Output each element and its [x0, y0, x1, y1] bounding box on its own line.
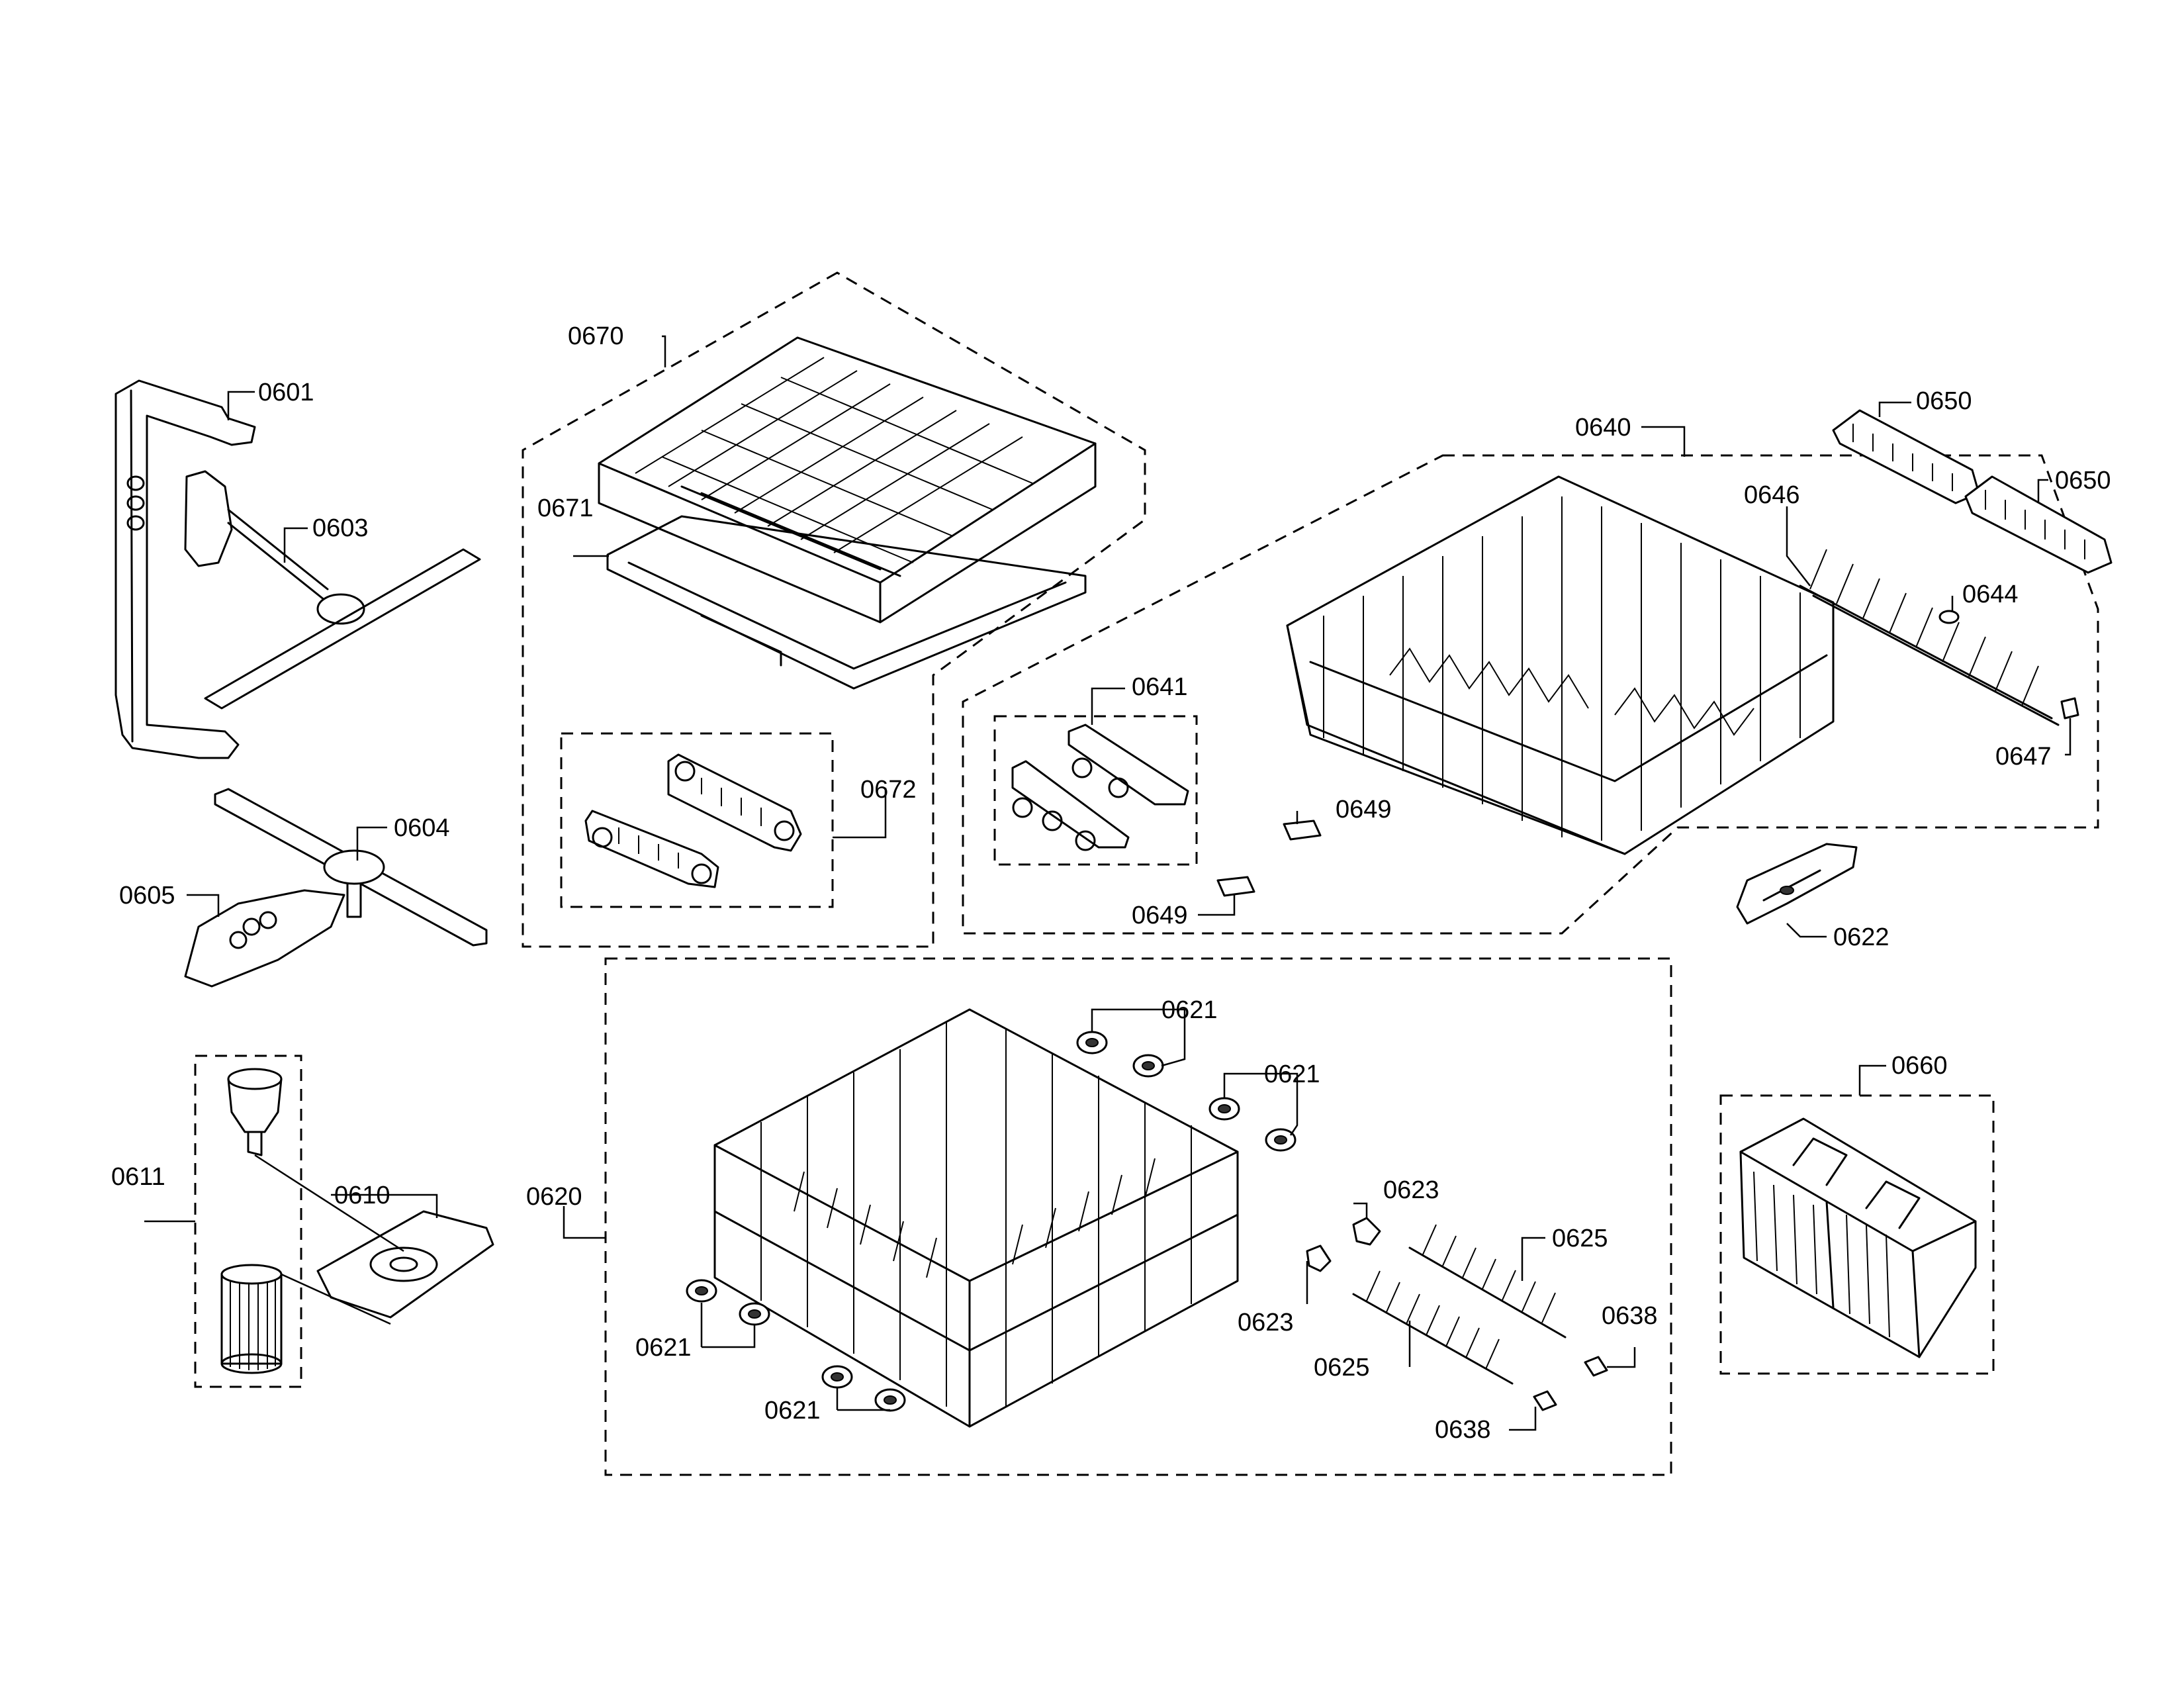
callout-0603: 0603 [312, 514, 369, 542]
spray-supply-tube-part [114, 379, 256, 759]
callout-0649-b: 0649 [1132, 902, 1188, 929]
callout-0623-b: 0623 [1238, 1309, 1294, 1336]
small-clip-part [1938, 610, 1960, 624]
callout-0650-a: 0650 [1916, 387, 1972, 415]
group-outline-upper-basket-tray [522, 271, 1146, 948]
leader-lines [144, 335, 2071, 1431]
callout-0672: 0672 [860, 776, 917, 804]
callout-0604: 0604 [394, 814, 450, 842]
clip-part-a [1584, 1356, 1608, 1377]
callout-0610: 0610 [334, 1182, 390, 1209]
rack-insert-parts [1832, 409, 2113, 574]
callout-0622: 0622 [1833, 923, 1889, 951]
callout-0638-b: 0638 [1435, 1416, 1491, 1444]
callout-0647: 0647 [1995, 743, 2052, 771]
callout-0611: 0611 [111, 1163, 165, 1191]
upper-rack-basket-part [1286, 475, 1835, 855]
flat-filter-plate-part [254, 1154, 494, 1325]
cutlery-tray-part [598, 336, 1097, 624]
callout-0650-b: 0650 [2055, 467, 2111, 494]
filter-cover-part [184, 889, 345, 988]
callout-labels: 0601 0603 0604 0605 0610 0611 0620 0621 … [111, 322, 2111, 1444]
lower-spray-arm-part [214, 788, 488, 947]
callout-0646: 0646 [1744, 481, 1800, 509]
tine-row-parts [1352, 1224, 1567, 1385]
group-outline-0641 [993, 715, 1198, 866]
callout-0644: 0644 [1962, 581, 2019, 608]
callout-0601: 0601 [258, 379, 314, 406]
callout-0621-b: 0621 [1264, 1060, 1320, 1088]
callout-0625-b: 0625 [1314, 1354, 1370, 1382]
callout-0623-a: 0623 [1383, 1176, 1439, 1204]
callout-0625-a: 0625 [1552, 1225, 1608, 1252]
rack-hinge-brackets-part [1011, 724, 1189, 851]
callout-0621-d: 0621 [764, 1397, 821, 1425]
tine-holder-parts [1306, 1217, 1381, 1272]
group-outline-0660 [1719, 1094, 1995, 1375]
callout-0641: 0641 [1132, 673, 1188, 701]
callout-0670: 0670 [568, 322, 624, 350]
rack-wheel-parts [686, 1031, 1297, 1412]
group-outline-upper-basket [962, 454, 2099, 935]
callout-0605: 0605 [119, 882, 175, 910]
cutlery-basket-part [1739, 1117, 1977, 1358]
rack-stop-part-b [1216, 876, 1255, 897]
tine-rack-row-part [1799, 549, 2060, 726]
group-outline-lower-basket [604, 957, 1672, 1476]
rack-stop-part-a [1283, 820, 1322, 841]
lower-rack-basket-part [713, 1008, 1239, 1428]
end-cap-part [2060, 697, 2079, 720]
callout-0621-c: 0621 [635, 1334, 692, 1362]
rack-handle-part [1736, 843, 1858, 925]
rail-adjusters-part [584, 753, 802, 888]
callout-0660: 0660 [1891, 1052, 1948, 1080]
callout-0649-a: 0649 [1336, 796, 1392, 823]
filter-cylinder-part [220, 1068, 283, 1374]
upper-spray-arm-part [184, 470, 481, 710]
callout-0640: 0640 [1575, 414, 1631, 442]
callout-0671: 0671 [537, 494, 594, 522]
callout-0620: 0620 [526, 1183, 582, 1211]
group-outline-0672 [560, 732, 834, 908]
callout-0621-a: 0621 [1161, 996, 1218, 1024]
callout-0638-a: 0638 [1602, 1302, 1658, 1330]
tray-frame-part [606, 515, 1087, 690]
clip-part-b [1533, 1390, 1557, 1411]
